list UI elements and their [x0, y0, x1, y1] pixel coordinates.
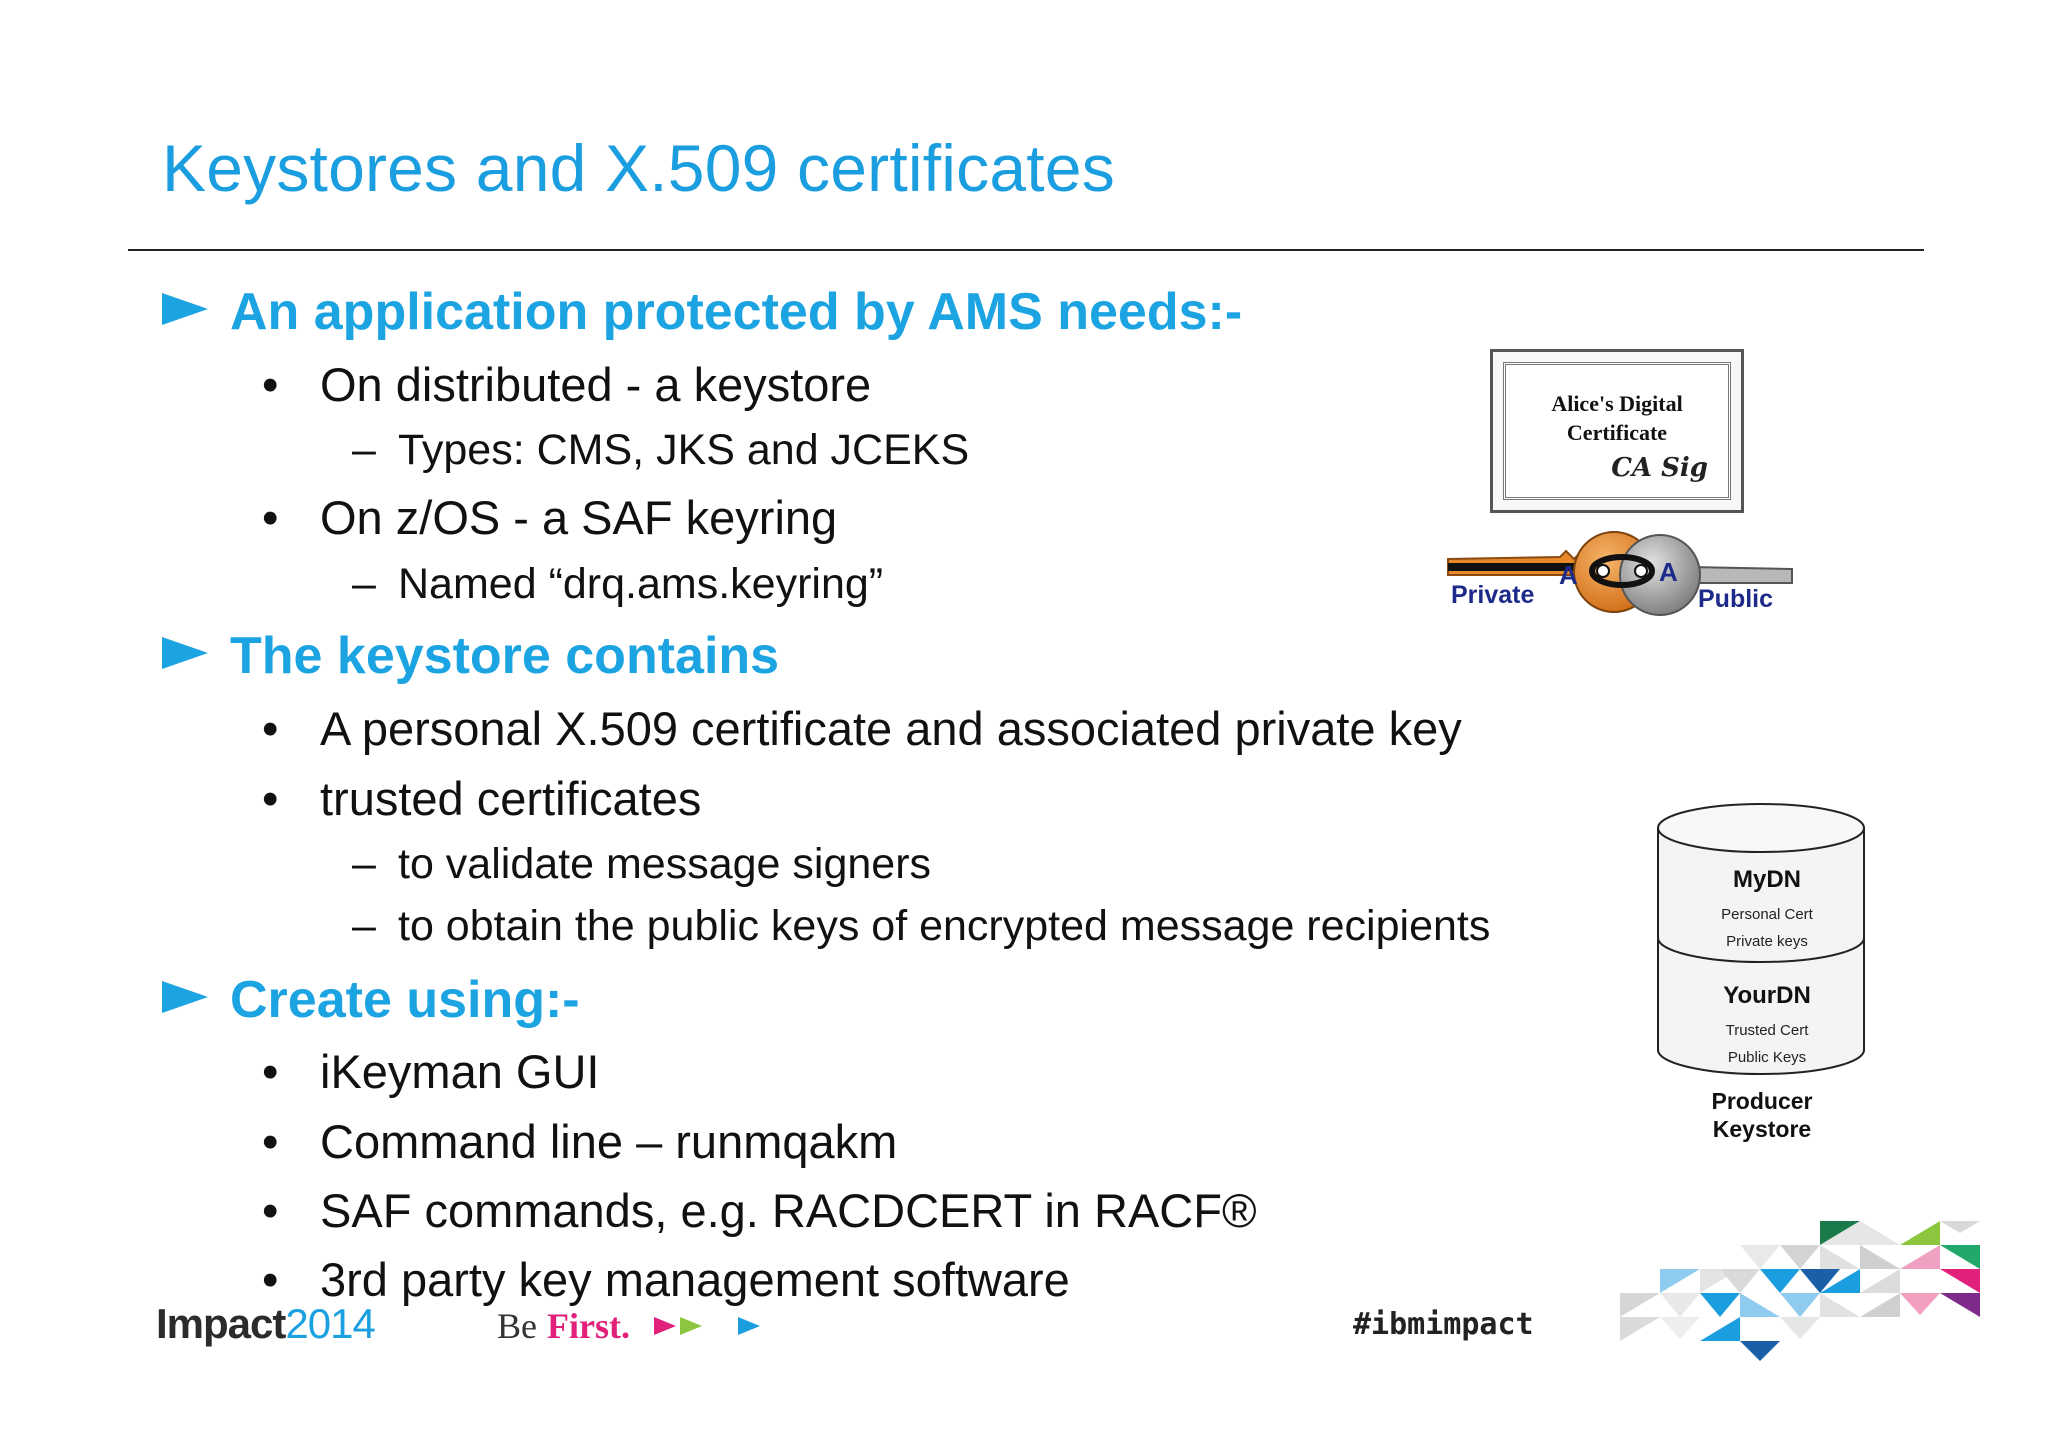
- section-heading-keystore-contains: The keystore contains: [162, 626, 779, 686]
- bullet-dot-icon: •: [262, 491, 279, 544]
- keystore-caption: Producer Keystore: [1711, 1088, 1813, 1142]
- private-key-letter: A: [1559, 560, 1578, 590]
- public-key-letter: A: [1659, 557, 1678, 587]
- bullet-dot-icon: •: [262, 1184, 279, 1237]
- bullet-item: •trusted certificates: [262, 772, 702, 825]
- bullet-dot-icon: •: [262, 1115, 279, 1168]
- bullet-dot-icon: •: [262, 702, 279, 755]
- title-divider: [128, 249, 1924, 251]
- keystore-trusted-cert: Trusted Cert: [1725, 1022, 1809, 1039]
- hashtag: #ibmimpact: [1353, 1307, 1534, 1342]
- arrow-bullet-icon: [162, 981, 208, 1013]
- digital-certificate: Alice's Digital Certificate CA Sig: [1490, 349, 1744, 513]
- bullet-item: •3rd party key management software: [262, 1253, 1070, 1306]
- section-heading-ams-needs: An application protected by AMS needs:-: [162, 282, 1242, 342]
- bullet-dot-icon: •: [262, 772, 279, 825]
- dash-icon: –: [352, 840, 376, 888]
- decorative-triangle-pattern: [1620, 1221, 1980, 1361]
- sub-bullet-item: –to obtain the public keys of encrypted …: [352, 902, 1491, 950]
- keystore-cylinder-icon: [1657, 803, 1865, 1075]
- bullet-item: •On distributed - a keystore: [262, 358, 872, 411]
- bullet-item: •iKeyman GUI: [262, 1045, 600, 1098]
- sub-bullet-item: –Types: CMS, JKS and JCEKS: [352, 426, 970, 474]
- impact-logo: Impact2014: [156, 1300, 376, 1347]
- be-first-tagline: Be First.: [497, 1306, 630, 1346]
- private-key-label: Private: [1451, 581, 1535, 609]
- sub-bullet-item: –to validate message signers: [352, 840, 932, 888]
- certificate-signature: CA Sig: [1611, 453, 1708, 483]
- bullet-item: •On z/OS - a SAF keyring: [262, 491, 838, 544]
- arrow-bullet-icon: [162, 637, 208, 669]
- dash-icon: –: [352, 426, 376, 474]
- keystore-yourdn: YourDN: [1723, 982, 1811, 1009]
- sub-bullet-item: –Named “drq.ams.keyring”: [352, 560, 884, 608]
- keystore-personal-cert: Personal Cert: [1721, 906, 1813, 923]
- keystore-public-keys: Public Keys: [1727, 1049, 1807, 1066]
- keystore-mydn: MyDN: [1732, 866, 1801, 893]
- bullet-dot-icon: •: [262, 1253, 279, 1306]
- certificate-border: Alice's Digital Certificate CA Sig: [1503, 362, 1731, 500]
- bullet-item: •Command line – runmqakm: [262, 1115, 898, 1168]
- bullet-item: •SAF commands, e.g. RACDCERT in RACF®: [262, 1184, 1257, 1237]
- public-key-label: Public: [1698, 585, 1774, 613]
- keystore-top-section: MyDN Personal Cert Private keys: [1667, 866, 1867, 950]
- certificate-title: Alice's Digital Certificate: [1551, 391, 1683, 445]
- key-pair-icon: [1447, 531, 1793, 616]
- dash-icon: –: [352, 560, 376, 608]
- bullet-dot-icon: •: [262, 358, 279, 411]
- dash-icon: –: [352, 902, 376, 950]
- slide-title: Keystores and X.509 certificates: [162, 131, 1115, 205]
- keystore-private-keys: Private keys: [1726, 933, 1808, 950]
- bullet-item: •A personal X.509 certificate and associ…: [262, 702, 1462, 755]
- keystore-bottom-section: YourDN Trusted Cert Public Keys: [1667, 982, 1867, 1066]
- arrow-bullet-icon: [162, 293, 208, 325]
- fast-forward-icon: [654, 1317, 760, 1335]
- section-heading-create-using: Create using:-: [162, 970, 580, 1030]
- bullet-dot-icon: •: [262, 1045, 279, 1098]
